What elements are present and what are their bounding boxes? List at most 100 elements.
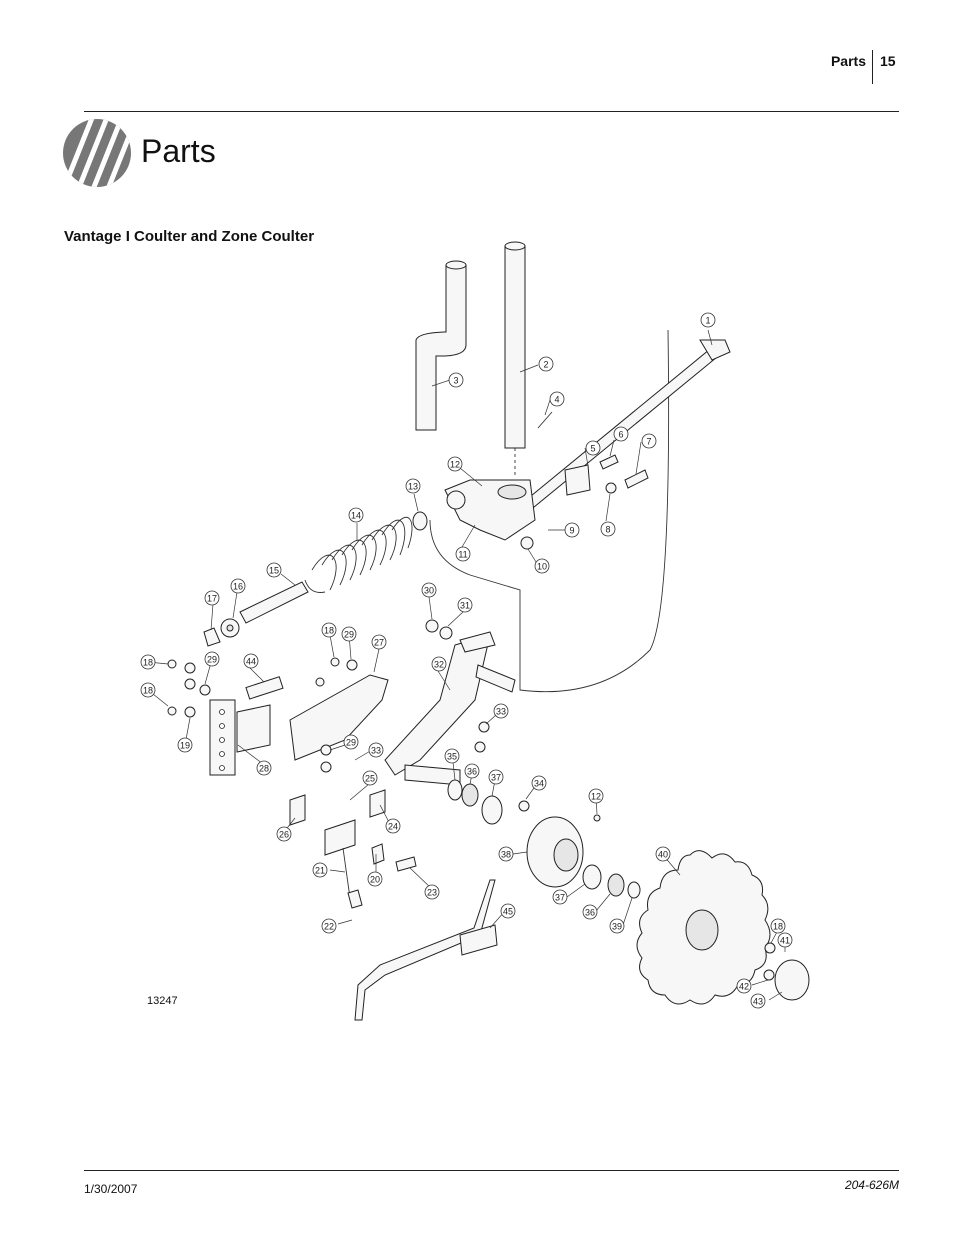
section-subtitle: Vantage I Coulter and Zone Coulter (64, 228, 315, 245)
bent-tube (415, 264, 467, 431)
callout-label: 6 (618, 430, 623, 440)
decal (245, 676, 284, 700)
header-divider (872, 50, 873, 84)
callout-29: 29 (343, 734, 359, 750)
callout-label: 10 (537, 562, 547, 572)
callout-label: 15 (269, 566, 279, 576)
coil-spring (304, 516, 413, 593)
callout-7: 7 (641, 433, 657, 449)
callout-29: 29 (341, 626, 357, 642)
callout-label: 17 (207, 594, 217, 604)
callout-label: 11 (458, 550, 467, 560)
callout-label: 18 (143, 686, 153, 696)
callout-label: 13 (408, 482, 418, 492)
callout-33: 33 (368, 742, 384, 758)
callout-label: 43 (753, 997, 763, 1007)
callout-16: 16 (230, 578, 246, 594)
callout-18: 18 (321, 622, 337, 638)
callout-label: 19 (180, 741, 190, 751)
callout-37: 37 (552, 889, 568, 905)
callout-31: 31 (457, 597, 473, 613)
callout-18: 18 (140, 682, 156, 698)
callout-14: 14 (348, 507, 364, 523)
callout-label: 23 (427, 888, 437, 898)
callout-27: 27 (371, 634, 387, 650)
callout-label: 1 (705, 316, 710, 326)
callout-12: 12 (588, 788, 604, 804)
callout-label: 8 (605, 525, 610, 535)
callout-2: 2 (538, 356, 554, 372)
callout-label: 16 (233, 582, 243, 592)
callout-label: 41 (780, 936, 790, 946)
callout-34: 34 (531, 775, 547, 791)
callout-8: 8 (600, 521, 616, 537)
callout-label: 18 (324, 626, 334, 636)
bottom-rule (84, 1170, 899, 1171)
callout-label: 7 (646, 437, 651, 447)
callout-label: 20 (370, 875, 380, 885)
tube-assembly (354, 879, 496, 1021)
callout-label: 14 (351, 511, 361, 521)
callout-label: 42 (739, 982, 749, 992)
callout-label: 31 (460, 601, 470, 611)
callout-label: 28 (259, 764, 269, 774)
callout-label: 25 (365, 774, 375, 784)
header-section-label: Parts (830, 53, 866, 69)
callout-label: 39 (612, 922, 622, 932)
callout-22: 22 (321, 918, 337, 934)
callout-label: 24 (388, 822, 398, 832)
collar (564, 464, 591, 496)
callout-label: 37 (491, 773, 501, 783)
callout-label: 2 (543, 360, 548, 370)
callout-label: 30 (424, 586, 434, 596)
callout-label: 21 (315, 866, 325, 876)
callout-label: 26 (279, 830, 289, 840)
callout-9: 9 (564, 522, 580, 538)
callout-20: 20 (367, 871, 383, 887)
callout-label: 29 (346, 738, 356, 748)
callout-6: 6 (613, 426, 629, 442)
callout-label: 44 (246, 657, 256, 667)
callout-19: 19 (177, 737, 193, 753)
callout-label: 18 (143, 658, 153, 668)
brand-logo-icon (63, 119, 131, 187)
coulter-arm (384, 634, 491, 776)
figure-number: 13247 (147, 995, 178, 1007)
callout-35: 35 (444, 748, 460, 764)
callout-label: 35 (447, 752, 457, 762)
clamp (324, 819, 356, 856)
straight-tube (504, 245, 526, 449)
callout-label: 4 (554, 395, 559, 405)
callout-label: 40 (658, 850, 668, 860)
callout-17: 17 (204, 590, 220, 606)
callout-label: 29 (344, 630, 354, 640)
callout-24: 24 (385, 818, 401, 834)
callout-label: 29 (207, 655, 217, 665)
callout-label: 38 (501, 850, 511, 860)
callout-label: 45 (503, 907, 513, 917)
callout-18: 18 (770, 918, 786, 934)
callout-label: 32 (434, 660, 444, 670)
exploded-parts-diagram: 1234567891011121314151617181818181920212… (140, 241, 810, 1021)
callout-44: 44 (243, 653, 259, 669)
callout-15: 15 (266, 562, 282, 578)
callout-38: 38 (498, 846, 514, 862)
callout-label: 18 (773, 922, 783, 932)
callout-label: 37 (555, 893, 565, 903)
page-number: 15 (880, 53, 896, 69)
callout-label: 34 (534, 779, 544, 789)
link-bracket (289, 674, 389, 761)
callout-label: 22 (324, 922, 334, 932)
callout-25: 25 (362, 770, 378, 786)
callout-36: 36 (582, 904, 598, 920)
callout-12: 12 (447, 456, 463, 472)
callout-label: 12 (591, 792, 601, 802)
callout-label: 12 (450, 460, 460, 470)
callout-45: 45 (500, 903, 516, 919)
callout-43: 43 (750, 993, 766, 1009)
callout-37: 37 (488, 769, 504, 785)
callout-26: 26 (276, 826, 292, 842)
callout-33: 33 (493, 703, 509, 719)
callout-label: 3 (453, 376, 458, 386)
callout-10: 10 (534, 558, 550, 574)
